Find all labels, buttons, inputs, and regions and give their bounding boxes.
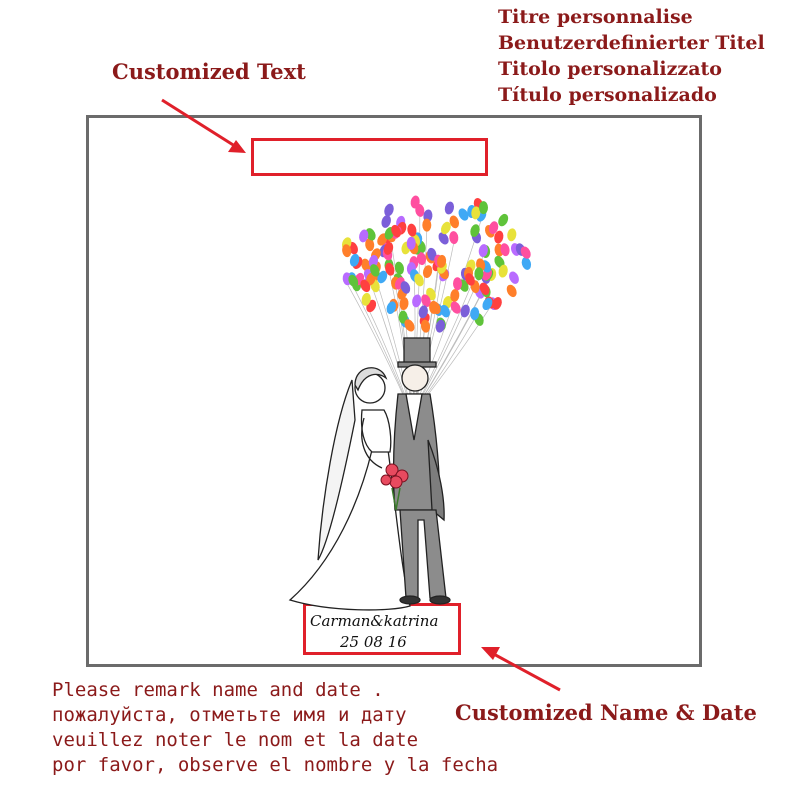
fingerprint-balloon [391, 224, 402, 238]
fingerprint-balloon [479, 282, 490, 295]
frame-border [86, 115, 702, 667]
fingerprint-balloon [437, 254, 447, 268]
fingerprint-balloon [414, 273, 424, 287]
remark-french: veuillez noter le nom et la date [52, 729, 419, 751]
fingerprint-balloon [368, 254, 379, 268]
fingerprint-balloon [474, 267, 484, 281]
title-spanish: Título personalizado [498, 84, 717, 106]
fingerprint-balloon [415, 203, 425, 217]
fingerprint-balloon [500, 243, 510, 257]
fingerprint-balloon [398, 310, 408, 324]
fingerprint-balloon [471, 206, 481, 220]
customized-name-date-label: Customized Name & Date [455, 700, 757, 725]
fingerprint-balloon [452, 277, 463, 291]
fingerprint-balloon [410, 195, 420, 209]
fingerprint-balloon [383, 242, 394, 255]
fingerprint-balloon [465, 273, 475, 286]
fingerprint-balloon [494, 255, 505, 269]
customized-text-label: Customized Text [112, 59, 306, 84]
fingerprint-balloon [366, 272, 376, 286]
fingerprint-balloon [359, 229, 369, 243]
fingerprint-balloon [369, 264, 380, 277]
fingerprint-balloon [450, 289, 460, 302]
fingerprint-balloon [494, 230, 504, 244]
fingerprint-balloon [492, 297, 502, 310]
title-italian: Titolo personalizzato [498, 58, 722, 80]
bouquet [380, 463, 409, 511]
fingerprint-balloon [386, 301, 397, 315]
fingerprint-balloon [384, 203, 394, 217]
bride-figure [288, 367, 411, 611]
fingerprint-balloon [420, 319, 431, 333]
fingerprint-balloon [385, 262, 395, 276]
fingerprint-balloon [365, 238, 375, 252]
fingerprint-balloon [479, 201, 488, 215]
title-french: Titre personnalise [498, 6, 693, 28]
fingerprint-balloon [488, 221, 499, 235]
fingerprint-balloon [348, 274, 359, 288]
fingerprint-balloon [507, 228, 517, 242]
fingerprint-balloon [365, 228, 376, 241]
fingerprint-balloon [418, 305, 428, 319]
fingerprint-balloon [422, 218, 432, 232]
fingerprint-balloon [498, 213, 509, 227]
arrow-to-text-box [161, 98, 246, 153]
fingerprint-balloon [449, 231, 459, 245]
customized-text-box [251, 138, 488, 176]
fingerprint-balloon [449, 215, 460, 229]
fingerprint-balloon [440, 221, 451, 235]
fingerprint-balloon [377, 270, 388, 284]
fingerprint-balloon [438, 232, 449, 245]
remark-english: Please remark name and date . [52, 679, 384, 701]
fingerprint-balloon [361, 292, 371, 306]
wedding-date: 25 08 16 [340, 633, 407, 651]
fingerprint-balloon [349, 253, 360, 267]
fingerprint-balloon [506, 284, 517, 298]
fingerprint-balloon [460, 304, 470, 318]
title-german: Benutzerdefinierter Titel [498, 32, 765, 54]
fingerprint-balloons [341, 195, 532, 333]
fingerprint-balloon [521, 257, 532, 270]
fingerprint-balloon [440, 304, 450, 318]
fingerprint-balloon [404, 319, 415, 332]
fingerprint-balloon [381, 215, 391, 228]
fingerprint-balloon [377, 233, 388, 246]
fingerprint-balloon [520, 246, 531, 259]
remark-russian: пожалуйста, отметьте имя и дату [52, 704, 407, 726]
fingerprint-balloon [422, 265, 433, 279]
fingerprint-balloon [435, 319, 446, 333]
fingerprint-balloon [416, 252, 427, 266]
fingerprint-balloon [470, 307, 480, 321]
fingerprint-balloon [450, 301, 461, 314]
fingerprint-balloon [470, 224, 480, 237]
fingerprint-balloon [498, 264, 508, 278]
fingerprint-balloon [427, 247, 437, 261]
fingerprint-balloon [444, 201, 455, 215]
fingerprint-balloon [482, 297, 493, 311]
fingerprint-balloon [399, 297, 409, 311]
fingerprint-balloon [430, 301, 441, 315]
fingerprint-balloon [406, 236, 416, 250]
fingerprint-balloon [509, 271, 519, 284]
fingerprint-balloon [458, 208, 469, 221]
custom-title-translations: Titre personnalise Benutzerdefinierter T… [498, 4, 765, 108]
remark-spanish: por favor, observe el nombre y la fecha [52, 754, 499, 776]
fingerprint-balloon [407, 223, 417, 237]
couple-names: Carman&katrina [310, 612, 439, 630]
fingerprint-balloon [360, 279, 371, 293]
fingerprint-balloon [361, 258, 371, 272]
fingerprint-balloon [421, 294, 431, 307]
fingerprint-balloon [400, 281, 411, 294]
fingerprint-balloon [478, 244, 488, 258]
arrow-to-name-box [481, 647, 561, 692]
remark-instructions: Please remark name and date . пожалуйста… [52, 678, 498, 778]
fingerprint-balloon [412, 294, 422, 308]
fingerprint-balloon [342, 244, 352, 258]
fingerprint-balloon [394, 261, 405, 275]
